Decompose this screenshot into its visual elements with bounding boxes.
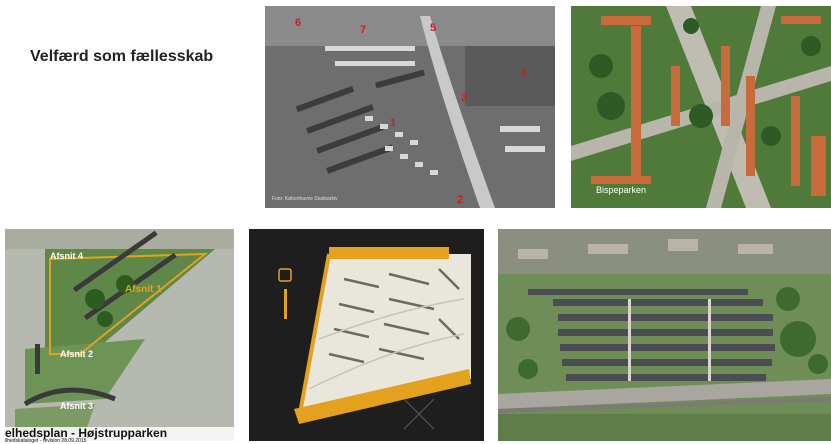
map-number-6: 6 [295,17,301,29]
plan-caption-bar [5,427,234,441]
aerial-photo-historic: 6 7 5 4 3 1 2 [265,6,555,208]
map-number-4: 4 [521,67,528,79]
section-label-afsnit-4: Afsnit 4 [50,251,83,261]
slide-title: Velfærd som fællesskab [30,48,214,65]
map-number-2: 2 [457,194,463,206]
map-number-5: 5 [430,22,436,34]
aerial-photo-terraced-housing [498,229,831,441]
place-label-bispeparken: Bispeparken [596,185,646,195]
section-label-afsnit-2: Afsnit 2 [60,349,93,359]
map-number-1: 1 [390,117,396,129]
section-label-afsnit-3: Afsnit 3 [60,401,93,411]
section-label-afsnit-1: Afsnit 1 [125,284,162,295]
plan-map-hojstrupparken: Afsnit 4 Afsnit 1 Afsnit 2 Afsnit 3 [5,229,234,441]
aerial-photo-bispeparken: Bispeparken [571,6,831,208]
plan-title: elhedsplan - Højstrupparken [5,426,168,440]
map-number-3: 3 [461,92,467,104]
map-number-7: 7 [360,24,366,36]
plan-subtitle: ilhedskataloget - revision 28.09.2015 [5,438,87,444]
photo-credit: Foto: Københavns Stadsarkiv [272,196,338,202]
architectural-model-photo [249,229,484,441]
